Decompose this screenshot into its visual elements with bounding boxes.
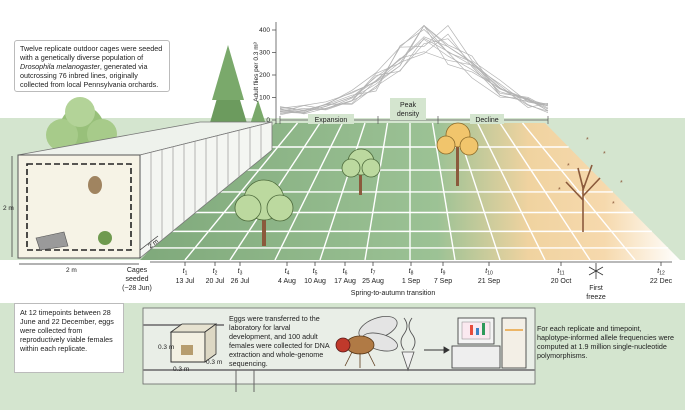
y-axis-label: Adult flies per 0.3 m³ bbox=[253, 41, 260, 101]
phase-peak-line2: density bbox=[397, 111, 420, 118]
timepoint-label: t11 bbox=[557, 268, 564, 277]
timepoint-date: 17 Aug bbox=[334, 278, 356, 285]
timepoint-label: t8 bbox=[409, 268, 414, 277]
y-tick-label: 200 bbox=[259, 72, 270, 79]
timepoint-date: 22 Dec bbox=[650, 278, 673, 285]
timepoint-label: t7 bbox=[371, 268, 376, 277]
timepoint-label: t3 bbox=[238, 268, 243, 277]
y-tick-label: 0 bbox=[266, 117, 270, 124]
svg-text:*: * bbox=[558, 187, 561, 194]
bottom-left-callout-text: At 12 timepoints between 28 June and 22 … bbox=[20, 308, 114, 353]
timepoint-label: t4 bbox=[285, 268, 290, 277]
y-tick-label: 400 bbox=[259, 27, 270, 34]
field-grid bbox=[151, 122, 669, 261]
timepoint-label: t1 bbox=[183, 268, 188, 277]
background-tree-icon bbox=[46, 45, 271, 151]
lab-callout-text: Eggs were transferred to the laboratory … bbox=[229, 314, 330, 368]
svg-text:*: * bbox=[586, 137, 589, 144]
svg-text:*: * bbox=[567, 163, 570, 170]
svg-text:*: * bbox=[612, 201, 615, 208]
svg-text:*: * bbox=[620, 180, 623, 187]
dimension-lines bbox=[11, 156, 159, 265]
timepoint-date: 20 Oct bbox=[551, 278, 572, 285]
bare-tree-icon bbox=[565, 164, 601, 232]
bottom-left-callout: At 12 timepoints between 28 June and 22 … bbox=[14, 303, 124, 373]
phase-expansion: Expansion bbox=[315, 117, 348, 124]
cages-seeded-line1: Cages bbox=[127, 267, 148, 274]
dna-tube-icon bbox=[400, 317, 416, 372]
timepoint-label: t2 bbox=[213, 268, 218, 277]
phase-decline: Decline bbox=[475, 117, 498, 124]
cages-seeded-line3: (~28 Jun) bbox=[122, 285, 152, 292]
cage-icon bbox=[17, 154, 141, 259]
population-line bbox=[279, 24, 549, 115]
tree-icon bbox=[341, 148, 381, 195]
top-callout: Twelve replicate outdoor cages were seed… bbox=[14, 40, 170, 92]
phase-peak-line1: Peak bbox=[400, 102, 416, 109]
timepoint-label: t9 bbox=[441, 268, 446, 277]
fly-icon bbox=[335, 315, 398, 368]
falling-leaves: * * * * * * bbox=[558, 137, 623, 208]
lab-stool bbox=[235, 370, 255, 392]
sequencer-icon bbox=[451, 317, 527, 369]
box-dim-1: 0.3 m bbox=[158, 344, 174, 351]
timepoint-date: 25 Aug bbox=[362, 278, 384, 285]
top-callout-text: Twelve replicate outdoor cages were seed… bbox=[20, 44, 163, 89]
timepoint-label: t5 bbox=[313, 268, 318, 277]
population-chart: 0 100 200 300 400 Adult flies per 0.3 m³ bbox=[253, 22, 549, 124]
microscope-box-icon bbox=[169, 323, 218, 363]
autumn-tree-icon bbox=[436, 122, 479, 186]
cage-height-label: 2 m bbox=[3, 205, 14, 212]
box-dim-3: 0.3 m bbox=[206, 359, 222, 366]
timepoint-date: 1 Sep bbox=[402, 278, 420, 285]
box-dim-2: 0.3 m bbox=[173, 366, 189, 373]
timepoint-date: 21 Sep bbox=[478, 278, 500, 285]
phase-peak-bg bbox=[390, 98, 426, 120]
svg-text:*: * bbox=[603, 151, 606, 158]
y-tick-label: 300 bbox=[259, 50, 270, 57]
first-freeze-line2: freeze bbox=[586, 294, 606, 301]
timepoint-date: 7 Sep bbox=[434, 278, 452, 285]
population-line bbox=[279, 24, 549, 114]
phase-expansion-bg bbox=[308, 114, 354, 124]
timepoint-label: t6 bbox=[343, 268, 348, 277]
snowflake-icon bbox=[588, 263, 604, 279]
right-callout-text: For each replicate and timepoint, haplot… bbox=[537, 324, 675, 360]
lab-callout: Eggs were transferred to the laboratory … bbox=[226, 312, 334, 370]
cages-seeded-line2: seeded bbox=[126, 276, 149, 283]
first-freeze-line1: First bbox=[589, 285, 603, 292]
timepoint-date: 13 Jul bbox=[176, 278, 195, 285]
timepoint-date: 10 Aug bbox=[304, 278, 326, 285]
timepoint-date: 4 Aug bbox=[278, 278, 296, 285]
timepoint-date: 20 Jul bbox=[206, 278, 225, 285]
phase-decline-bg bbox=[470, 114, 504, 124]
timepoint-label: t12 bbox=[657, 268, 665, 277]
arrow-icon bbox=[424, 346, 450, 354]
timepoint-label: t10 bbox=[485, 268, 493, 277]
cage-width-label: 2 m bbox=[66, 267, 77, 274]
transition-label: Spring-to-autumn transition bbox=[351, 290, 436, 297]
tree-icon bbox=[234, 179, 294, 246]
y-tick-label: 100 bbox=[259, 95, 270, 102]
timepoint-date: 26 Jul bbox=[231, 278, 250, 285]
right-callout: For each replicate and timepoint, haplot… bbox=[533, 322, 679, 368]
